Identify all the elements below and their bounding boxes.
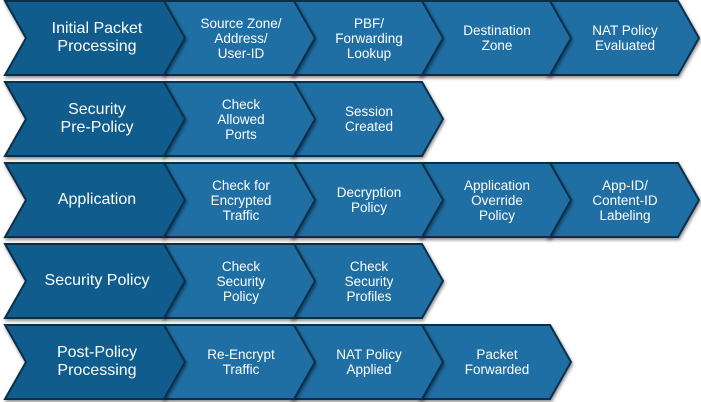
stage-initial-packet-processing-label: Initial Packet Processing (51, 20, 143, 55)
step-pbf-forwarding-lookup: PBF/ Forwarding Lookup (289, 0, 446, 76)
step-re-encrypt-traffic-label: Re-Encrypt Traffic (207, 347, 275, 377)
step-check-allowed-ports-label: Check Allowed Ports (217, 96, 265, 142)
step-nat-policy-applied-label: NAT Policy Applied (336, 347, 402, 377)
stage-application: Application (3, 162, 188, 238)
stage-initial-packet-processing: Initial Packet Processing (3, 0, 188, 76)
step-application-override-policy-label: Application Override Policy (463, 177, 531, 223)
stage-row-application: App-ID/ Content-ID Labeling Application O… (0, 162, 701, 238)
stage-security-policy-label: Security Policy (44, 272, 150, 289)
stage-application-shape (3, 162, 187, 238)
stage-row-security-policy: Check Security Profiles Check Security Po… (0, 243, 701, 319)
stage-application-label: Application (57, 191, 137, 208)
stage-security-policy-polygon (3, 243, 187, 319)
step-session-created: Session Created (289, 81, 446, 157)
step-destination-zone-label: Destination Zone (463, 23, 531, 53)
step-check-security-policy: Check Security Policy (161, 243, 318, 319)
step-packet-forwarded-label: Packet Forwarded (464, 347, 530, 377)
stage-security-pre-policy-polygon (3, 81, 187, 157)
step-nat-policy-evaluated-label: NAT Policy Evaluated (592, 23, 658, 53)
stage-row-post-policy-processing: Packet Forwarded NAT Policy Applied Re-Enc… (0, 324, 701, 400)
stage-post-policy-processing-label: Post-Policy Processing (56, 344, 138, 379)
stage-post-policy-processing-polygon (3, 324, 187, 400)
step-decryption-policy: Decryption Policy (289, 162, 446, 238)
stage-post-policy-processing: Post-Policy Processing (3, 324, 188, 400)
stage-post-policy-processing-shape (3, 324, 187, 400)
step-app-id-content-id-labeling-label: App-ID/ Content-ID Labeling (592, 177, 658, 223)
step-session-created-label: Session Created (344, 104, 394, 134)
step-source-zone-address-user-id-label: Source Zone/ Address/ User-ID (200, 15, 282, 61)
step-check-for-encrypted-traffic: Check for Encrypted Traffic (161, 162, 318, 238)
stage-initial-packet-processing-polygon (3, 0, 187, 76)
stage-row-security-pre-policy: Session Created Check Allowed Ports Securi… (0, 81, 701, 157)
step-check-security-profiles: Check Security Profiles (289, 243, 446, 319)
step-nat-policy-evaluated: NAT Policy Evaluated (545, 0, 701, 76)
step-check-security-policy-label: Check Security Policy (216, 258, 266, 304)
step-pbf-forwarding-lookup-label: PBF/ Forwarding Lookup (335, 15, 403, 61)
step-source-zone-address-user-id: Source Zone/ Address/ User-ID (161, 0, 318, 76)
step-check-for-encrypted-traffic-label: Check for Encrypted Traffic (210, 177, 272, 223)
stage-security-policy-shape (3, 243, 187, 319)
stage-security-pre-policy: Security Pre-Policy (3, 81, 188, 157)
stage-initial-packet-processing-shape (3, 0, 187, 76)
step-check-security-profiles-label: Check Security Profiles (344, 258, 394, 304)
stage-application-polygon (3, 162, 187, 238)
step-check-allowed-ports: Check Allowed Ports (161, 81, 318, 157)
stage-row-initial-packet-processing: NAT Policy Evaluated Destination Zone PBF/… (0, 0, 701, 76)
step-decryption-policy-label: Decryption Policy (336, 185, 402, 215)
stage-security-policy: Security Policy (3, 243, 188, 319)
stage-security-pre-policy-shape (3, 81, 187, 157)
step-packet-forwarded: Packet Forwarded (417, 324, 574, 400)
stage-security-pre-policy-label: Security Pre-Policy (60, 101, 134, 136)
